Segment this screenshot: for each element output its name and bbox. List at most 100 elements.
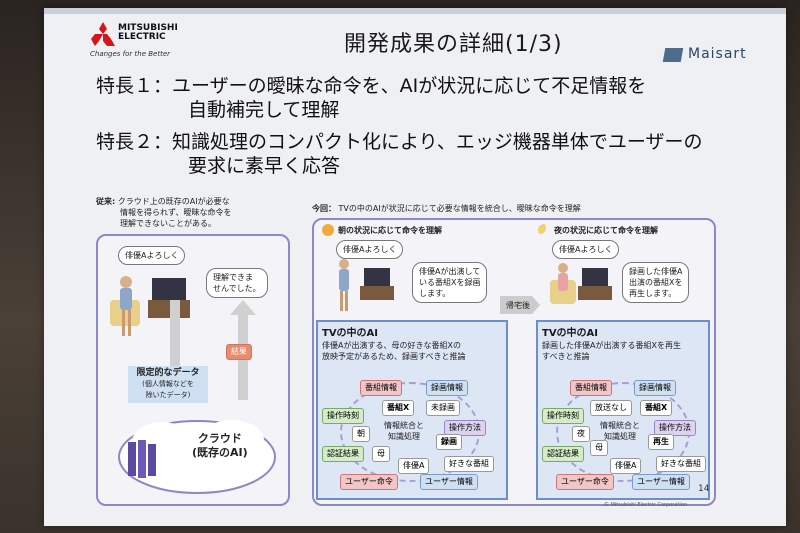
night-reply-line2: 出演の番組Xを [629, 278, 683, 287]
conventional-caption-line1: クラウド上の既存のAIが必要な [117, 197, 230, 206]
down-arrow [162, 300, 188, 400]
conventional-tv-bubble: 理解できま せんでした。 [206, 268, 268, 298]
company-name-line2: ELECTRIC [118, 32, 166, 42]
morning-room-illustration [339, 259, 394, 311]
morning-chip-fav-program: 好きな番組 [444, 456, 494, 472]
tv-bubble-line1: 理解できま [213, 273, 253, 282]
night-reason-line1: 録画した俳優Aが出演する番組Xを再生 [542, 341, 681, 350]
night-reply-line3: 再生します。 [629, 289, 677, 298]
night-user-bubble: 俳優Aよろしく [552, 240, 620, 259]
limited-data-note-line1: (個人情報などを [142, 380, 194, 388]
feature-1: 特長１：ユーザーの曖昧な命令を、AIが状況に応じて不足情報を 自動補完して理解 [96, 74, 646, 122]
morning-chip-recording-info: 録画情報 [426, 380, 468, 396]
night-chip-night: 夜 [572, 426, 590, 442]
tv-screen [152, 278, 186, 300]
company-name: MITSUBISHI ELECTRIC [118, 24, 178, 42]
morning-chip-op-time: 操作時刻 [322, 408, 364, 424]
night-chip-program-x: 番組X [640, 400, 673, 416]
morning-chip-program-x: 番組X [382, 400, 415, 416]
morning-center-line2: 知識処理 [388, 432, 420, 441]
night-center-line2: 知識処理 [604, 432, 636, 441]
conventional-user-bubble: 俳優Aよろしく [118, 246, 186, 265]
feature-2-line2: 要求に素早く応答 [188, 155, 341, 177]
night-center-label: 情報統合と 知識処理 [600, 420, 640, 442]
night-chip-actor-a: 俳優A [610, 458, 642, 474]
night-ai-title: TVの中のAI [542, 328, 599, 339]
morning-chip-mother: 母 [372, 446, 390, 462]
copyright: © Mitsubishi Electric Corporation [604, 502, 687, 508]
limited-data-title: 限定的なデータ [136, 368, 200, 378]
night-chip-user-info: ユーザー情報 [632, 474, 690, 490]
morning-reason-line2: 放映予定があるため、録画すべきと推論 [322, 352, 466, 361]
morning-chip-morning: 朝 [352, 426, 370, 442]
morning-chip-program-info: 番組情報 [360, 380, 402, 396]
night-center-line1: 情報統合と [600, 421, 640, 430]
morning-reply-bubble: 俳優Aが出演して いる番組Xを録画 します。 [412, 262, 488, 303]
feature-1-line1: 特長１：ユーザーの曖昧な命令を、AIが状況に応じて不足情報を [96, 75, 647, 97]
feature-1-line2: 自動補完して理解 [188, 99, 340, 121]
night-chip-fav-program: 好きな番組 [656, 456, 706, 472]
conventional-caption-line2: 情報を得られず、曖昧な命令を [120, 208, 232, 217]
server-rack [128, 442, 136, 476]
slide-title: 開発成果の詳細(1/3) [344, 32, 563, 57]
morning-reasoning: 俳優Aが出演する、母の好きな番組Xの 放映予定があるため、録画すべきと推論 [322, 340, 465, 362]
feature-2-line1: 特長２：知識処理のコンパクト化により、エッジ機器単体でユーザーの [96, 131, 703, 153]
night-tv [582, 268, 608, 286]
cloud-illustration [118, 420, 276, 494]
morning-tv [364, 268, 390, 286]
night-reason-line2: すべきと推論 [542, 352, 590, 361]
morning-center-label: 情報統合と 知識処理 [384, 420, 424, 442]
sun-icon [322, 224, 334, 236]
morning-chip-record: 録画 [436, 434, 462, 450]
current-caption: 今回： TVの中のAIが状況に応じて必要な情報を統合し、曖昧な命令を理解 [312, 203, 581, 214]
morning-center-line1: 情報統合と [384, 421, 424, 430]
night-chip-mother: 母 [590, 440, 608, 456]
current-caption-text: TVの中のAIが状況に応じて必要な情報を統合し、曖昧な命令を理解 [338, 204, 581, 213]
morning-person [339, 269, 349, 291]
cloud-label: クラウド (既存のAI) [192, 432, 248, 460]
feature-2: 特長２：知識処理のコンパクト化により、エッジ機器単体でユーザーの 要求に素早く応… [96, 130, 702, 178]
night-title: 夜の状況に応じて命令を理解 [554, 226, 658, 235]
night-chip-not-aired: 放送なし [590, 400, 632, 416]
after-home-label: 帰宅後 [506, 301, 530, 310]
night-reply-line1: 録画した俳優A [629, 267, 683, 276]
person-head [120, 276, 132, 288]
maisart-logo: Maisart [662, 46, 764, 66]
morning-reply-line2: いる番組Xを録画 [419, 278, 481, 287]
cloud-label-line1: クラウド [197, 432, 242, 445]
conventional-label: 従来: [96, 197, 116, 206]
morning-reason-line1: 俳優Aが出演する、母の好きな番組Xの [322, 341, 461, 350]
conventional-caption-line3: 理解できないことがある。 [120, 219, 216, 228]
night-chip-auth-result: 認証結果 [542, 446, 584, 462]
moon-icon [538, 224, 550, 236]
morning-chip-actor-a: 俳優A [398, 458, 430, 474]
night-chip-op-time: 操作時刻 [542, 408, 584, 424]
company-name-line1: MITSUBISHI [118, 23, 178, 33]
maisart-text: Maisart [688, 46, 747, 62]
current-label: 今回： [312, 204, 336, 213]
morning-reply-line3: します。 [419, 289, 451, 298]
night-reasoning: 録画した俳優Aが出演する番組Xを再生 すべきと推論 [542, 340, 681, 362]
morning-chip-op-method: 操作方法 [444, 420, 486, 436]
conventional-caption: 従来: クラウド上の既存のAIが必要な 情報を得られず、曖昧な命令を 理解できな… [96, 196, 231, 229]
morning-reply-line1: 俳優Aが出演して [419, 267, 481, 276]
tv-bubble-line2: せんでした。 [213, 284, 261, 293]
night-chip-user-command: ユーザー命令 [556, 474, 614, 490]
night-chip-op-method: 操作方法 [654, 420, 696, 436]
morning-title: 朝の状況に応じて命令を理解 [338, 226, 442, 235]
result-label: 結果 [226, 344, 252, 360]
morning-chip-user-command: ユーザー命令 [340, 474, 398, 490]
person-body [120, 288, 132, 310]
slide-top-bar [44, 8, 786, 14]
night-chip-program-info: 番組情報 [570, 380, 612, 396]
limited-data-box: 限定的なデータ (個人情報などを 除いたデータ) [128, 366, 208, 403]
morning-ai-title: TVの中のAI [322, 328, 379, 339]
company-tagline: Changes for the Better [90, 50, 171, 58]
cloud-label-line2: (既存のAI) [192, 446, 248, 459]
after-home-arrow [500, 296, 540, 314]
page-number: 14 [698, 484, 710, 494]
morning-user-bubble: 俳優Aよろしく [336, 240, 404, 259]
limited-data-note-line2: 除いたデータ) [145, 391, 191, 399]
mitsubishi-logo: MITSUBISHI ELECTRIC Changes for the Bett… [90, 20, 180, 62]
night-chip-recording-info: 録画情報 [634, 380, 676, 396]
